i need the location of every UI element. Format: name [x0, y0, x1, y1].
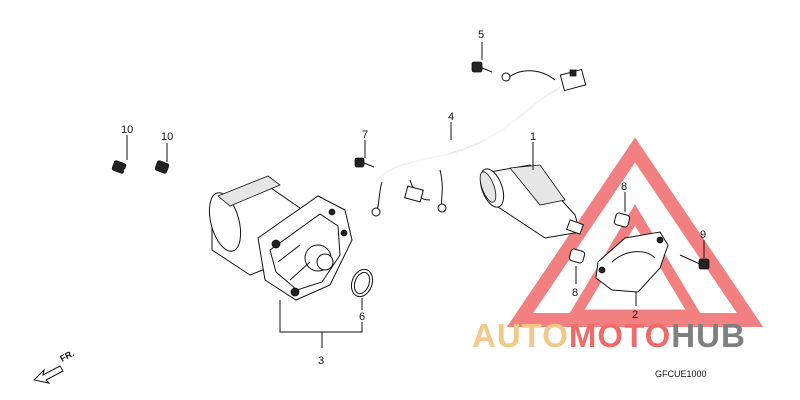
callout-8-upper: 8: [621, 181, 627, 193]
starter-drive: [479, 164, 584, 239]
watermark-text: AUTOMOTOHUB: [472, 317, 746, 354]
bolt-10-right: [154, 160, 201, 187]
svg-text:AUTOMOTOHUB: AUTOMOTOHUB: [472, 317, 746, 354]
starter-cover: [595, 231, 669, 293]
bolt-9: [679, 254, 710, 270]
callout-labels: 1 2 3 4 5 6 7 8 8 9 10 10: [121, 29, 706, 367]
starter-motor: [208, 175, 353, 301]
fr-label: FR.: [58, 348, 75, 364]
callout-4: 4: [448, 111, 454, 123]
o-ring: [350, 268, 374, 298]
dowel-pin-lower: [568, 248, 586, 264]
bolt-10-left: [111, 160, 156, 183]
callout-10-left: 10: [121, 124, 133, 136]
bolt-7: [354, 157, 375, 168]
bolt-5: [471, 61, 493, 73]
direction-marker: FR.: [32, 348, 76, 384]
starter-cable: [371, 68, 587, 217]
callout-3: 3: [318, 355, 324, 367]
callout-9: 9: [700, 229, 706, 241]
callout-5: 5: [478, 29, 484, 41]
dowel-pin-upper: [613, 212, 631, 228]
callout-6: 6: [359, 311, 365, 323]
callout-2: 2: [632, 309, 638, 321]
callout-1: 1: [530, 131, 536, 143]
callout-10-right: 10: [161, 131, 173, 143]
callout-7: 7: [362, 129, 368, 141]
callout-8-lower: 8: [572, 287, 578, 299]
watermark-moto: MOTO: [569, 317, 671, 354]
leader-lines: [126, 42, 705, 348]
fr-arrow-icon: [32, 365, 64, 384]
watermark-hub: HUB: [671, 317, 746, 354]
drawing-code: GFCUE1000: [655, 369, 707, 379]
watermark-auto: AUTO: [472, 317, 569, 354]
